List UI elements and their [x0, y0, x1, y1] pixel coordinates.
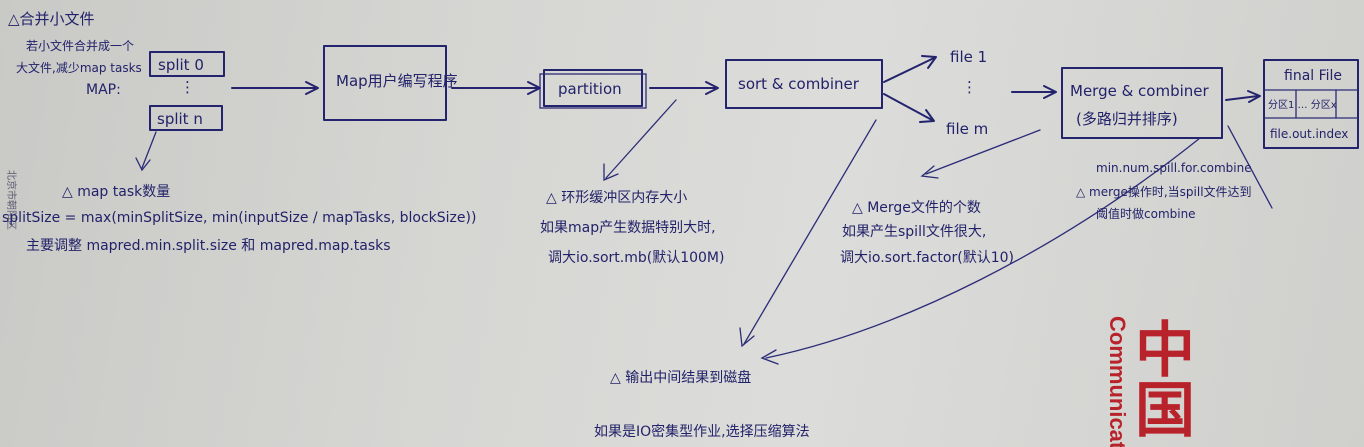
arrow-merge-to-final: [1225, 95, 1259, 101]
header-note-line3: MAP:: [86, 82, 121, 98]
map-program-box: Map用户编写程序: [323, 45, 458, 121]
pointer-merge-to-merge-note: [925, 129, 1041, 175]
file-1-label: file 1: [950, 48, 987, 66]
note-compress-title: △ 输出中间结果到磁盘: [610, 369, 751, 386]
split-box-n: split n: [149, 105, 223, 131]
pointer-split-to-note: [141, 131, 157, 169]
sort-combiner-box: sort & combiner: [725, 59, 883, 109]
pointer-sort-to-compress-note: [743, 119, 877, 345]
final-file-box: final File 分区1 … 分区x file.out.index: [1263, 59, 1359, 149]
pointer-partition-to-buffer-note: [605, 99, 677, 179]
arrow-sort-to-filem: [883, 93, 933, 121]
margin-strip-text: 北京市朝阳区: [5, 170, 18, 230]
merge-label-line1: Merge & combiner: [1070, 82, 1210, 100]
note-merge-title: △ Merge文件的个数: [852, 200, 981, 216]
partition-label: partition: [558, 80, 622, 98]
split-box-0: split 0: [149, 51, 225, 77]
partition-box: partition: [539, 69, 647, 109]
note-map-task-tip: 主要调整 mapred.min.split.size 和 mapred.map.…: [26, 238, 391, 254]
note-buffer-title: △ 环形缓冲区内存大小: [546, 190, 687, 206]
pointer-merge-to-compress-note: [765, 137, 1201, 359]
sort-combiner-label: sort & combiner: [738, 75, 860, 93]
pointer-merge-to-combine-note: [1227, 125, 1273, 209]
note-combine-line2: △ merge操作时,当spill文件达到: [1076, 184, 1252, 199]
note-combine-line3: 阈值时做combine: [1096, 206, 1196, 221]
note-map-task-formula: splitSize = max(minSplitSize, min(inputS…: [2, 210, 476, 226]
split-ellipsis: ⋮: [180, 78, 195, 96]
file-ellipsis: ⋮: [962, 78, 977, 96]
final-file-index: file.out.index: [1270, 127, 1348, 141]
split-0-label: split 0: [158, 56, 204, 74]
note-merge-line2: 调大io.sort.factor(默认10): [840, 250, 1014, 266]
merge-label-line2: (多路归并排序): [1076, 110, 1178, 128]
note-buffer-line2: 调大io.sort.mb(默认100M): [548, 250, 724, 266]
note-combine-line1: min.num.spill.for.combine: [1096, 161, 1252, 175]
final-file-partitions: 分区1 … 分区x: [1268, 99, 1337, 111]
final-file-title: final File: [1284, 68, 1342, 84]
note-compress-line1: 如果是IO密集型作业,选择压缩算法: [594, 423, 810, 440]
file-m-label: file m: [946, 120, 988, 138]
header-note-line1: 若小文件合并成一个: [26, 38, 134, 53]
stamp-word: Communicat: [1105, 316, 1130, 447]
merge-combiner-box: Merge & combiner (多路归并排序): [1061, 67, 1223, 139]
note-buffer-line1: 如果map产生数据特别大时,: [540, 220, 716, 236]
red-stamp: 中国 Communicat: [1105, 316, 1194, 447]
header-note-line2: 大文件,减少map tasks: [16, 60, 142, 75]
arrow-sort-to-file1: [883, 57, 935, 83]
note-map-task-title: △ map task数量: [62, 184, 170, 200]
stamp-chars: 中国: [1127, 318, 1194, 438]
map-program-label: Map用户编写程序: [336, 72, 458, 90]
note-merge-line1: 如果产生spill文件很大,: [842, 224, 986, 240]
split-n-label: split n: [157, 110, 203, 128]
title-merge-small-files: △合并小文件: [8, 10, 95, 28]
